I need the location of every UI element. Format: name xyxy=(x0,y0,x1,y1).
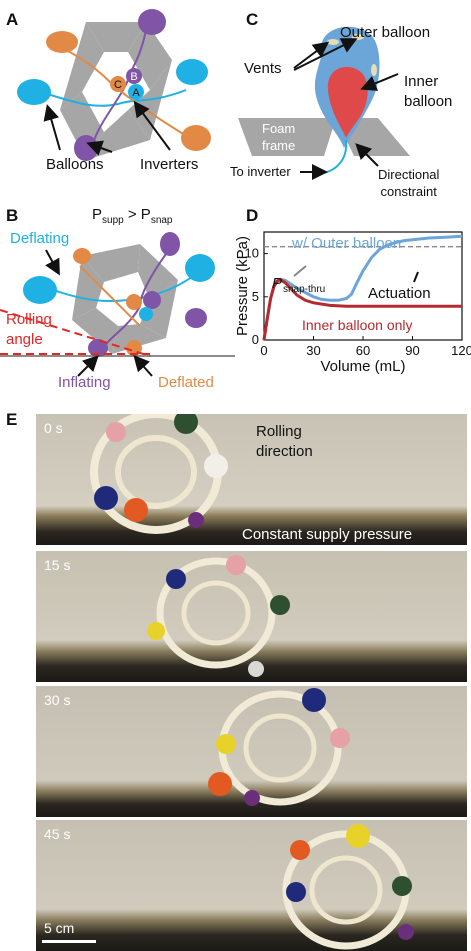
b-balloon-purple-bottom xyxy=(88,339,108,357)
x-tick-label: 120 xyxy=(451,343,471,358)
node-label-a: A xyxy=(132,87,140,99)
b-inverter-blue xyxy=(139,307,153,321)
label-rolling-angle: Rolling angle xyxy=(6,311,52,348)
b-balloon-orange-topleft xyxy=(73,248,91,264)
inverter-c xyxy=(110,76,126,92)
x-tick-label: 0 xyxy=(260,343,267,358)
series-label-inner: Inner balloon only xyxy=(302,317,413,333)
vent-1 xyxy=(327,39,339,45)
panel-e-letter: E xyxy=(6,410,18,429)
label-outer-balloon: Outer balloon xyxy=(340,24,431,41)
foam-frame-block xyxy=(238,118,336,156)
label-to-inverter: To inverter xyxy=(230,164,291,179)
balloon-blue-right xyxy=(176,59,208,85)
series-label-outer: w/ Outer balloon xyxy=(291,235,401,252)
cond-op: > P xyxy=(123,206,151,223)
snap-arrow xyxy=(293,265,307,277)
x-tick-label: 30 xyxy=(306,343,320,358)
b-balloon-blue-left xyxy=(23,276,57,304)
panel-b-letter: B xyxy=(6,206,19,225)
label-deflated: Deflated xyxy=(158,374,214,391)
scale-bar-label: 5 cm xyxy=(44,920,75,936)
photo-frame-0s: 0 s Rolling direction Constant supply pr… xyxy=(36,414,467,545)
label-inner-balloon: Inner balloon xyxy=(404,73,453,110)
panel-c-diagram xyxy=(238,26,410,180)
time-label-45: 45 s xyxy=(44,826,71,842)
label-deflating: Deflating xyxy=(10,230,70,247)
y-tick-label: 10 xyxy=(245,246,259,261)
balloon-blue-left xyxy=(17,79,51,105)
time-label-30: 30 s xyxy=(44,692,71,708)
cond-sub-supp: supp xyxy=(102,215,124,226)
rolling-direction-label: Rolling direction xyxy=(256,423,313,460)
x-axis-label: Volume (mL) xyxy=(320,358,405,375)
inverter-b xyxy=(126,68,142,84)
time-label-15: 15 s xyxy=(44,557,71,573)
panel-a-letter: A xyxy=(6,10,19,29)
snap-annotation: P xyxy=(272,275,282,292)
b-balloon-blue-right xyxy=(185,254,215,282)
node-label-c: C xyxy=(114,79,122,91)
snap-annotation-sub: snap-thru xyxy=(283,284,325,295)
actuation-annotation: Actuation xyxy=(368,285,431,302)
balloon-orange-right xyxy=(181,125,211,151)
y-axis-label: Pressure (kPa) xyxy=(236,236,251,336)
constant-supply-label: Constant supply pressure xyxy=(242,526,413,543)
b-balloon-purple-top xyxy=(160,232,180,256)
actuation-arrow xyxy=(413,271,419,283)
panel-d-letter: D xyxy=(246,206,259,225)
rolling-angle-line xyxy=(0,309,151,357)
b-balloon-purple-right xyxy=(185,308,207,328)
label-inflating: Inflating xyxy=(58,374,111,391)
y-tick-label: 0 xyxy=(252,332,259,347)
x-tick-label: 90 xyxy=(405,343,419,358)
photo-frame-15s: 15 s xyxy=(36,551,467,682)
label-foam-frame: Foam frame xyxy=(262,121,296,153)
y-tick-label: 5 xyxy=(252,289,259,304)
label-vents: Vents xyxy=(244,60,282,77)
cond-sub-snap: snap xyxy=(150,215,173,226)
x-tick-label: 60 xyxy=(356,343,370,358)
inner-balloon-shape xyxy=(327,66,368,138)
label-directional-constraint: Directional constraint xyxy=(378,167,440,199)
rotated-frame xyxy=(72,244,178,354)
panel-c-letter: C xyxy=(246,10,259,29)
panel-b-condition: Psupp > Psnap xyxy=(92,206,173,226)
balloon-purple-top xyxy=(138,9,166,35)
inverter-a xyxy=(128,84,144,100)
b-inverter-purple xyxy=(143,291,161,309)
cond-p1: P xyxy=(92,206,103,223)
photo-frame-30s: 30 s xyxy=(36,686,467,817)
photo-frame-45s: 45 s 5 cm xyxy=(36,820,467,951)
label-inverters: Inverters xyxy=(140,156,199,173)
b-inverter-orange xyxy=(126,294,142,310)
panel-b-diagram xyxy=(0,232,235,377)
series-inner-balloon-line xyxy=(262,277,462,341)
scale-bar-line xyxy=(42,940,96,943)
node-label-b: B xyxy=(130,71,137,83)
time-label-0: 0 s xyxy=(44,420,63,436)
balloon-orange-topleft xyxy=(46,31,78,53)
panel-a-diagram: C B A xyxy=(17,9,211,161)
vent-3 xyxy=(371,64,377,76)
label-balloons: Balloons xyxy=(46,156,104,173)
